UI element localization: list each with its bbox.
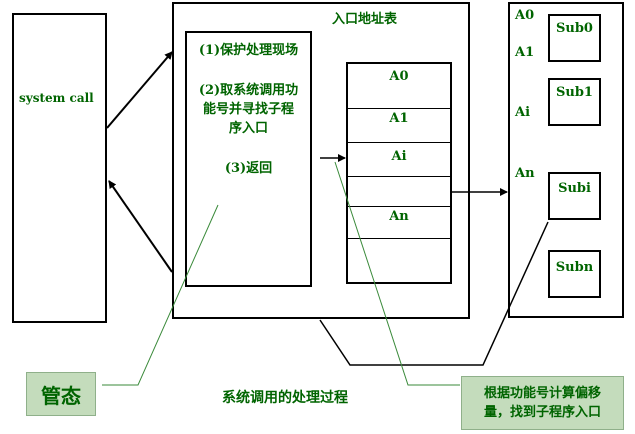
call-arrow (106, 51, 173, 129)
table-row-divider (348, 142, 450, 143)
return-arrow (108, 180, 173, 273)
subi-box (548, 172, 601, 220)
right-label-a0: A0 (515, 8, 535, 23)
subn-box (548, 250, 601, 298)
system-call-label: system call (19, 91, 94, 105)
step-2-line-2: 能号并寻找子程 (202, 102, 294, 117)
step-3-text: (3)返回 (224, 161, 273, 176)
table-row-divider (348, 176, 450, 177)
note-line-1: 根据功能号计算偏移 (483, 386, 601, 401)
table-entry-a1: A1 (389, 111, 409, 126)
entry-table (346, 62, 452, 284)
step-2-line-3: 序入口 (228, 121, 268, 136)
offset-note: 根据功能号计算偏移 量，找到子程序入口 (461, 376, 624, 430)
kernel-mode-pointer (102, 204, 219, 386)
subroutine-return-line (319, 221, 549, 366)
entry-table-title: 入口地址表 (332, 12, 398, 27)
step-1-text: (1)保护处理现场 (198, 43, 299, 58)
table-row-divider (348, 206, 450, 207)
sub0-label: Sub0 (556, 21, 593, 36)
right-label-a1: A1 (515, 45, 535, 60)
subi-label: Subi (558, 181, 591, 196)
system-call-box (12, 13, 107, 323)
sub0-box (548, 14, 601, 62)
step-2-line-1: (2)取系统调用功 (198, 83, 299, 98)
note-line-2: 量，找到子程序入口 (483, 405, 601, 420)
note-pointer (334, 161, 460, 386)
diagram-caption: 系统调用的处理过程 (222, 390, 348, 406)
handler-box (185, 31, 312, 287)
subn-label: Subn (555, 260, 594, 275)
table-entry-a0: A0 (389, 69, 409, 84)
table-entry-ai: Ai (391, 149, 407, 164)
table-entry-an: An (389, 209, 409, 224)
right-label-ai: Ai (515, 105, 531, 120)
kernel-mode-label: 管态 (26, 372, 96, 416)
table-row-divider (348, 108, 450, 109)
sub1-label: Sub1 (556, 85, 593, 100)
sub1-box (548, 78, 601, 126)
right-label-an: An (515, 166, 535, 181)
table-row-divider (348, 238, 450, 239)
